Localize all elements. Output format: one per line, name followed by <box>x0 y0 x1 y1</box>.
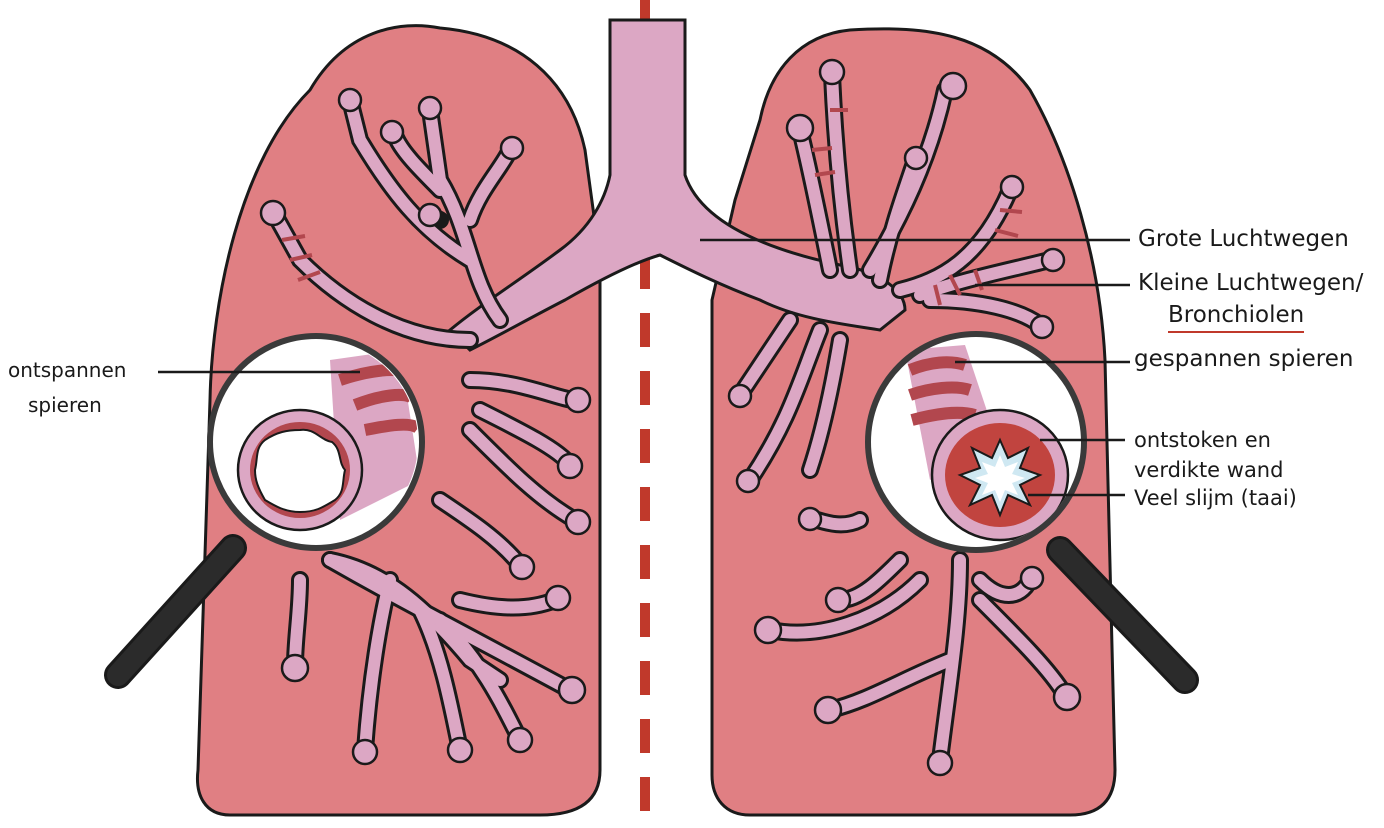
label-bronchiolen: Bronchiolen <box>1168 302 1304 333</box>
label-kleine-luchtwegen: Kleine Luchtwegen/ <box>1138 270 1363 298</box>
label-ontspannen: ontspannen <box>8 358 126 382</box>
label-ontstoken: ontstoken en <box>1134 428 1271 453</box>
label-gespannen-spieren: gespannen spieren <box>1134 346 1353 374</box>
label-veel-slijm: Veel slijm (taai) <box>1134 486 1297 511</box>
label-grote-luchtwegen: Grote Luchtwegen <box>1138 226 1349 254</box>
label-spieren: spieren <box>28 393 102 417</box>
label-verdikte-wand: verdikte wand <box>1134 458 1283 483</box>
